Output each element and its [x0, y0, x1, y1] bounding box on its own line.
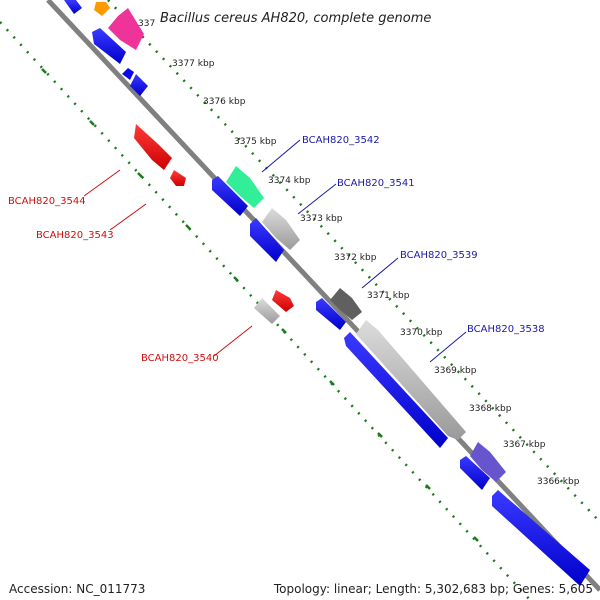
gene-red-bcah820-3544[interactable]: [134, 124, 172, 170]
kbp-labels: 337 3377 kbp 3376 kbp 3375 kbp 3374 kbp …: [138, 19, 580, 487]
leader-bcah820-3543: [109, 203, 147, 231]
gene-blue-b[interactable]: [92, 28, 126, 64]
gene-label[interactable]: BCAH820_3544: [8, 196, 86, 207]
kbp-label: 3372 kbp: [334, 253, 377, 263]
tick-marks-lower: [41, 68, 479, 542]
leader-bcah820-3541: [297, 183, 337, 215]
gene-label[interactable]: BCAH820_3539: [400, 250, 478, 261]
gene-purple[interactable]: [470, 442, 506, 482]
gene-blue-a[interactable]: [64, 0, 82, 14]
kbp-label: 3366 kbp: [537, 477, 580, 487]
gene-gray-bcah820-3538[interactable]: [356, 320, 466, 440]
kbp-label: 3368 kbp: [469, 404, 512, 414]
gene-blue-f[interactable]: [250, 218, 284, 262]
gene-blue-i[interactable]: [460, 456, 490, 490]
kbp-label: 3377 kbp: [172, 59, 215, 69]
gene-darkgray-bcah820-3539[interactable]: [330, 288, 362, 320]
gene-red-bcah820-3540[interactable]: [272, 290, 294, 312]
kbp-label: 3370 kbp: [400, 328, 443, 338]
kbp-label: 3373 kbp: [300, 214, 343, 224]
kbp-label: 3376 kbp: [203, 97, 246, 107]
reverse-genes-blue: [64, 0, 590, 586]
leader-bcah820-3542: [261, 139, 301, 173]
leader-bcah820-3539: [361, 257, 399, 289]
gene-orange[interactable]: [94, 2, 110, 16]
leader-lines: [83, 139, 467, 363]
gene-label[interactable]: BCAH820_3543: [36, 230, 114, 241]
genome-backbone: [46, 0, 600, 592]
gene-blue-g[interactable]: [316, 298, 346, 330]
gene-gray-bcah820-3541[interactable]: [262, 208, 300, 250]
kbp-label: 3371 kbp: [367, 291, 410, 301]
gene-green-bcah820-3542[interactable]: [226, 166, 264, 208]
gene-labels: BCAH820_3542 BCAH820_3541 BCAH820_3539 B…: [8, 135, 545, 364]
kbp-label: 337: [138, 19, 155, 29]
leader-bcah820-3544: [83, 169, 121, 197]
leader-bcah820-3540: [213, 325, 253, 357]
gene-gray-bcah820-3540[interactable]: [254, 298, 280, 324]
gene-blue-h[interactable]: [344, 332, 448, 448]
gene-red-bcah820-3543[interactable]: [170, 170, 186, 186]
gene-label[interactable]: BCAH820_3541: [337, 178, 415, 189]
kbp-label: 3374 kbp: [268, 176, 311, 186]
kbp-label: 3375 kbp: [234, 137, 277, 147]
gene-blue-d[interactable]: [130, 74, 148, 96]
reverse-genes-other: [134, 124, 294, 324]
map-title: Bacillus cereus AH820, complete genome: [160, 11, 431, 26]
leader-bcah820-3538: [429, 331, 467, 363]
gene-blue-j[interactable]: [492, 490, 590, 586]
gene-label[interactable]: BCAH820_3538: [467, 324, 545, 335]
gene-blue-e[interactable]: [212, 176, 248, 216]
kbp-label: 3369 kbp: [434, 366, 477, 376]
gene-label[interactable]: BCAH820_3540: [141, 353, 219, 364]
gene-magenta[interactable]: [108, 8, 144, 50]
kbp-label: 3367 kbp: [503, 440, 546, 450]
topology-text: Topology: linear; Length: 5,302,683 bp; …: [273, 582, 593, 596]
gene-label[interactable]: BCAH820_3542: [302, 135, 380, 146]
tick-track-lower: [0, 21, 531, 600]
gene-blue-c[interactable]: [122, 68, 134, 80]
accession-text: Accession: NC_011773: [9, 582, 146, 596]
forward-genes: [94, 2, 506, 482]
